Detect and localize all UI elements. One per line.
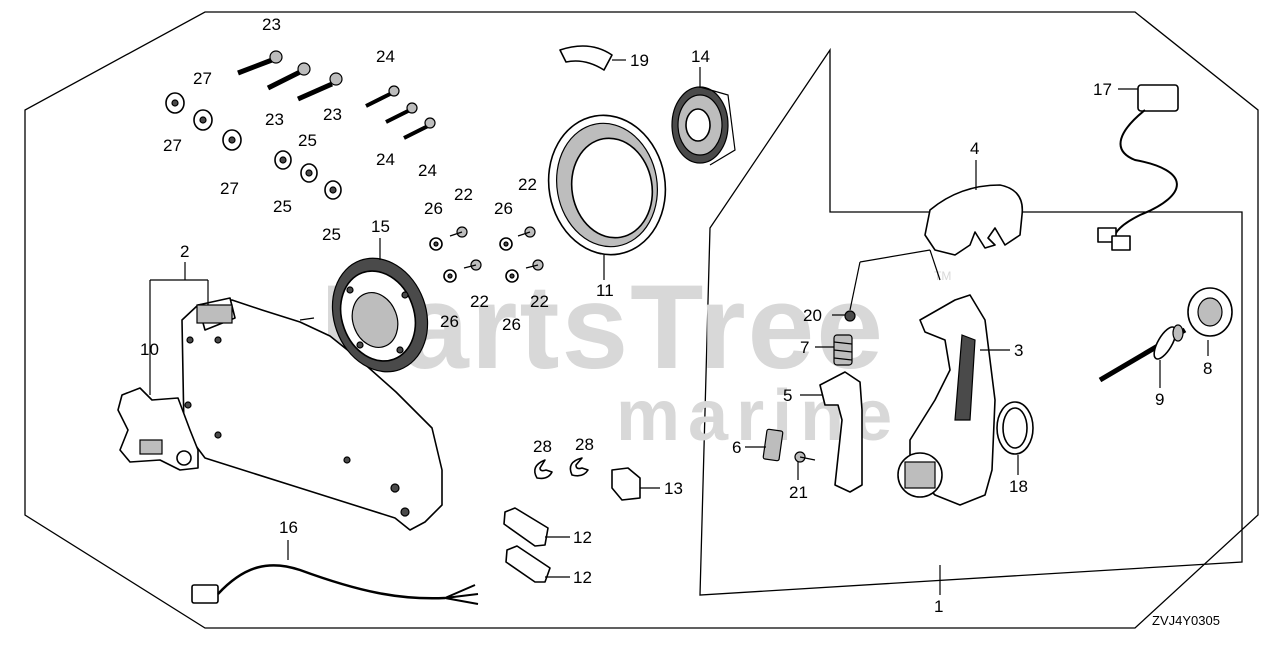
clip-part-28a[interactable] [534,459,553,480]
plate-part-12a[interactable] [503,507,549,547]
callout-24a: 24 [376,47,395,66]
diagram-code: ZVJ4Y0305 [1152,613,1220,628]
callout-22c: 22 [470,292,489,311]
callout-3: 3 [1014,341,1023,360]
callout-27c: 27 [220,179,239,198]
block-part-6[interactable] [762,428,784,462]
callout-24b: 24 [376,150,395,169]
callout-23c: 23 [323,105,342,124]
callout-labels: 1 2 3 4 5 6 7 8 9 10 11 12 12 13 14 15 1… [140,15,1212,616]
clip-part-13[interactable] [611,467,641,501]
callout-27a: 27 [193,69,212,88]
nut-part-20[interactable] [844,310,856,322]
callout-5: 5 [783,386,792,405]
callout-9: 9 [1155,390,1164,409]
callout-11: 11 [596,281,614,300]
clip-part-19[interactable] [559,45,613,71]
callout-26c: 26 [440,312,459,331]
ring-part-18[interactable] [996,401,1034,455]
callout-12a: 12 [573,528,592,547]
harness-part-16[interactable] [191,564,479,605]
lever-part-3[interactable] [897,294,996,506]
ring-part-11[interactable] [538,106,677,264]
callout-7: 7 [800,338,809,357]
callout-26d: 26 [502,315,521,334]
bracket-part-10[interactable] [117,387,199,471]
callout-22a: 22 [454,185,473,204]
switch-part-17[interactable] [1097,84,1179,251]
callout-19: 19 [630,51,649,70]
lever-part-5[interactable] [819,371,863,493]
spring-part-7[interactable] [833,334,853,366]
callout-23a: 23 [262,15,281,34]
washer-part-26-group[interactable] [429,237,519,283]
plate-part-12b[interactable] [505,545,551,583]
callout-25a: 25 [298,131,317,150]
callout-8: 8 [1203,359,1212,378]
callout-15: 15 [371,217,390,236]
clip-part-28b[interactable] [569,457,589,477]
housing-part-2[interactable] [181,297,443,531]
callout-28a: 28 [533,437,552,456]
screw-part-22-group[interactable] [449,226,544,271]
callout-10: 10 [140,340,159,359]
subassembly-outline [699,47,1243,596]
callout-26b: 26 [494,199,513,218]
shaft-part-9[interactable] [1098,324,1187,383]
callout-24c: 24 [418,161,437,180]
callout-28b: 28 [575,435,594,454]
watermark-tm: TM [934,269,951,283]
callout-6: 6 [732,438,741,457]
callout-14: 14 [691,47,710,66]
leader-lines [149,59,1209,595]
screw-part-21[interactable] [794,451,816,463]
gear-part-14[interactable] [671,86,736,166]
callout-16: 16 [279,518,298,537]
callout-25c: 25 [322,225,341,244]
callout-21: 21 [789,483,808,502]
callout-22b: 22 [518,175,537,194]
nut-part-25-group[interactable] [274,150,342,200]
callout-20: 20 [803,306,822,325]
callout-22d: 22 [530,292,549,311]
callout-12b: 12 [573,568,592,587]
flange-part-15[interactable] [317,245,443,385]
cap-part-8[interactable] [1187,287,1233,337]
callout-27b: 27 [163,136,182,155]
cover-part-4[interactable] [924,184,1024,256]
callout-4: 4 [970,139,979,158]
callout-13: 13 [664,479,683,498]
bolt-part-23-group[interactable] [237,50,343,102]
assembly-outline [24,11,1259,629]
screw-part-24-group[interactable] [365,85,436,140]
callout-26a: 26 [424,199,443,218]
callout-2: 2 [180,242,189,261]
washer-part-27-group[interactable] [165,92,242,151]
callout-17: 17 [1093,80,1112,99]
callout-18: 18 [1009,477,1028,496]
callout-23b: 23 [265,110,284,129]
callout-25b: 25 [273,197,292,216]
callout-1: 1 [934,597,943,616]
